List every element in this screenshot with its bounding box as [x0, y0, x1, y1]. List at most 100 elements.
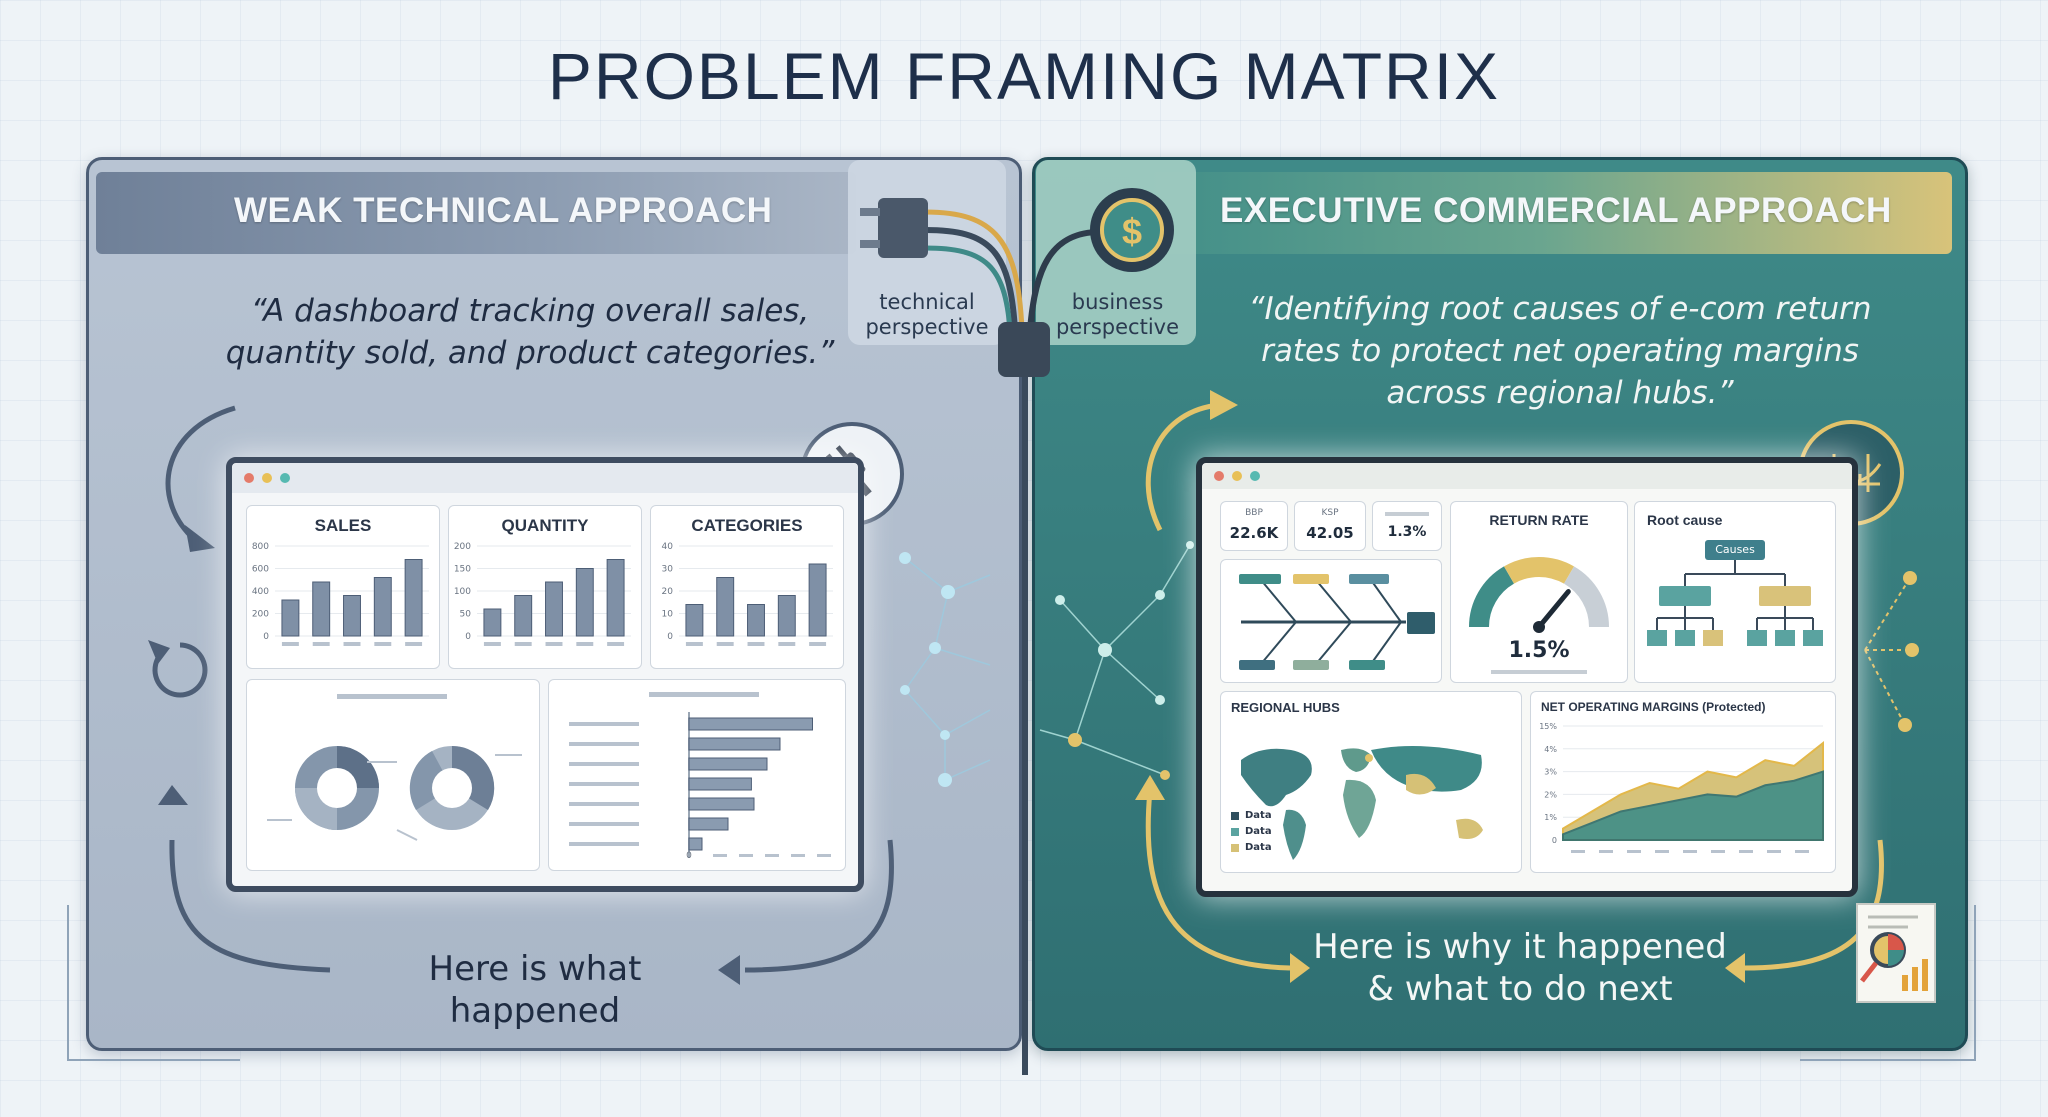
y-tick-label: 50: [460, 610, 472, 620]
hbar-tick-placeholder: [791, 854, 805, 857]
y-tick-label: 0: [465, 632, 471, 642]
hbar: [688, 837, 703, 851]
y-tick-label: 0: [667, 632, 673, 642]
margins-chart: 15%4%3%2%1%0: [1539, 722, 1824, 853]
dollar-socket-icon: [1090, 188, 1174, 272]
y-tick-label: 200: [252, 610, 269, 620]
x-tick-placeholder: [483, 642, 501, 646]
hbar-label-placeholder: [569, 802, 639, 806]
right-quote: “Identifying root causes of e-com return…: [1200, 288, 1920, 414]
hbar: [688, 797, 755, 811]
close-dot: [244, 473, 254, 483]
hbar-label-placeholder: [569, 762, 639, 766]
y-tick-label: 150: [454, 565, 471, 575]
x-tick-placeholder: [312, 642, 330, 646]
page-title: PROBLEM FRAMING MATRIX: [547, 39, 1501, 113]
bar: [281, 599, 300, 637]
x-tick-placeholder: [607, 642, 625, 646]
hbar: [688, 757, 768, 771]
x-tick-placeholder: [778, 642, 796, 646]
margins-title: NET OPERATING MARGINS (Protected): [1541, 700, 1766, 714]
return-rate-card: RETURN RATE 1.5%: [1450, 501, 1628, 683]
y-tick-label: 10: [662, 610, 674, 620]
root-cause-title: Root cause: [1647, 512, 1723, 528]
y-tick-label: 400: [252, 587, 269, 597]
bar: [808, 563, 827, 637]
y-tick-label: 20: [662, 587, 674, 597]
maximize-dot: [1250, 471, 1260, 481]
technical-perspective-label: technical perspective: [852, 290, 1002, 340]
x-tick-placeholder: [1683, 850, 1697, 853]
bar: [747, 604, 765, 637]
margins-card: NET OPERATING MARGINS (Protected) 15%4%3…: [1530, 691, 1836, 873]
x-tick-placeholder: [685, 642, 703, 646]
x-tick-placeholder: [809, 642, 827, 646]
quantity-title: QUANTITY: [501, 516, 589, 535]
corner-brackets: [67, 905, 1976, 1061]
return-rate-gauge: [1468, 556, 1610, 633]
return-rate-title: RETURN RATE: [1489, 512, 1589, 528]
hbar-tick-placeholder: [765, 854, 779, 857]
kpi-tile-2: KSP 42.05: [1294, 501, 1366, 551]
x-tick-placeholder: [1795, 850, 1809, 853]
bar: [777, 595, 796, 637]
hbar-tick-placeholder: [817, 854, 831, 857]
kpi-tile-3: 1.3%: [1372, 501, 1442, 551]
right-loop-arrows: [1145, 402, 1884, 971]
margin-series-b-area: [1562, 770, 1824, 841]
x-tick-placeholder: [1739, 850, 1753, 853]
sales-title: SALES: [314, 516, 372, 535]
left-caption: Here is what happened: [428, 949, 642, 1031]
y-tick-label: 800: [252, 542, 269, 552]
gauge-needle: [1536, 589, 1571, 630]
map-legend-3: Data: [1245, 842, 1272, 853]
x-tick-placeholder: [514, 642, 532, 646]
right-caption-line-1: Here is why it happened: [1313, 927, 1727, 967]
dollar-symbol: $: [1122, 211, 1142, 252]
bar: [312, 581, 331, 637]
x-tick-placeholder: [1599, 850, 1613, 853]
hbar-label-placeholder: [569, 822, 639, 826]
y-tick-label: 4%: [1544, 745, 1557, 754]
kpi-1-label: BBP: [1245, 508, 1263, 518]
refresh-icon: [152, 642, 208, 698]
hbar: [688, 777, 752, 791]
x-tick-placeholder: [1711, 850, 1725, 853]
donut-charts: [267, 694, 522, 841]
right-caption-line-2: & what to do next: [1367, 969, 1673, 1009]
bar: [575, 568, 594, 637]
x-tick-placeholder: [1655, 850, 1669, 853]
right-window-titlebar: [1202, 463, 1852, 489]
hbar: [688, 737, 781, 751]
hbar-zero-label: 0: [686, 851, 692, 861]
y-tick-label: 1%: [1544, 813, 1557, 822]
x-tick-placeholder: [405, 642, 423, 646]
y-tick-label: 30: [662, 565, 674, 575]
hbar-label-placeholder: [569, 722, 639, 726]
hbar-label-placeholder: [569, 782, 639, 786]
y-tick-label: 15%: [1539, 722, 1557, 731]
hbar-card: 0: [548, 679, 846, 871]
x-tick-placeholder: [1571, 850, 1585, 853]
map-legend-1: Data: [1245, 810, 1272, 821]
x-tick-placeholder: [343, 642, 361, 646]
technical-label-line-2: perspective: [865, 315, 989, 339]
categories-title: CATEGORIES: [691, 516, 803, 535]
bar: [514, 595, 533, 637]
root-cause-card: Root cause Causes: [1634, 501, 1836, 683]
bar: [606, 559, 625, 637]
y-tick-label: 0: [1552, 836, 1557, 845]
fishbone-diagram: [1239, 574, 1435, 670]
y-tick-label: 100: [454, 587, 471, 597]
kpi-2-label: KSP: [1321, 508, 1339, 518]
plug-wires: [924, 227, 1018, 331]
kpi-3-placeholder: [1385, 512, 1429, 516]
world-map: [1231, 746, 1483, 860]
right-edge-nodes: [1864, 577, 1912, 726]
regional-hubs-card: REGIONAL HUBS Data Data Data: [1220, 691, 1522, 873]
